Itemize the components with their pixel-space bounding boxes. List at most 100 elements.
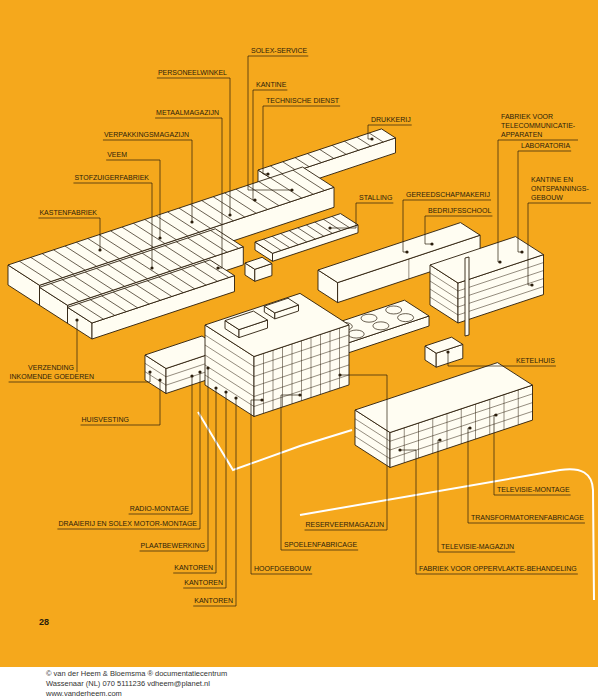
roof-ridge <box>42 254 73 274</box>
leader-dot <box>228 213 231 216</box>
roof-ridge <box>62 280 90 298</box>
label-anchor: METAALMAGAZIJN <box>155 108 220 117</box>
label-underline <box>251 574 312 575</box>
building-label: DRUKKERIJ <box>370 115 412 124</box>
leader-line <box>100 218 101 250</box>
label-anchor: KANTOREN <box>183 578 224 587</box>
roof-ridge <box>179 208 211 228</box>
leader-dot <box>266 172 269 175</box>
roof-dome <box>348 330 364 338</box>
label-underline <box>253 90 287 91</box>
leader-dot <box>468 426 471 429</box>
building-label: TRANSFORMATORENFABRICAGE <box>470 513 585 522</box>
leader-line <box>192 376 193 514</box>
label-underline <box>513 366 556 367</box>
building-label: KANTINE EN ONTSPANNINGS- GEBOUW <box>530 175 591 202</box>
label-underline <box>81 425 132 426</box>
building-label: STOFZUIGERFABRIEK <box>73 173 150 182</box>
leader-dot <box>224 390 227 393</box>
building-label: DRAAIERIJ EN SOLEX MOTOR-MONTAGE <box>57 519 198 528</box>
leader-dot <box>370 137 373 140</box>
roof-dome <box>373 322 389 330</box>
leader-line <box>97 372 150 382</box>
roof-ridge <box>176 242 204 260</box>
roof-ridge <box>142 253 170 271</box>
floor-line <box>205 355 254 387</box>
building-roof <box>205 293 349 356</box>
floor-line <box>145 363 166 377</box>
label-underline <box>368 125 412 126</box>
leader-line <box>130 160 160 238</box>
copyright-stamp: Wassenaar (NL) 070 5111236 vdheem@planet… <box>45 679 211 689</box>
roof-ridge <box>74 276 102 294</box>
roof-ridge <box>85 272 113 290</box>
leader-dot <box>328 226 331 229</box>
roof-ridge <box>51 283 79 301</box>
label-anchor: HUISVESTING <box>81 415 130 424</box>
label-underline <box>103 140 192 141</box>
label-underline <box>518 151 571 152</box>
building-label: STALLING <box>358 193 393 202</box>
leader-line <box>192 140 193 222</box>
roof-ridge <box>270 178 302 198</box>
label-underline <box>356 203 393 204</box>
leader-dot <box>198 370 201 373</box>
roof-ridge <box>282 174 314 194</box>
building-label: RADIO-MONTAGE <box>129 504 190 513</box>
leader-dot <box>494 413 497 416</box>
roof-ridge <box>188 238 216 256</box>
floor-line <box>205 345 254 377</box>
leader-line <box>132 380 160 425</box>
label-underline <box>425 216 492 217</box>
bay-line <box>432 418 433 453</box>
label-anchor: TELEVISIE-MAGAZIJN <box>440 542 515 551</box>
roof-ridge <box>76 242 108 262</box>
leader-dot <box>398 448 401 451</box>
building-label: BEDRIJFSSCHOOL <box>427 206 492 215</box>
label-anchor: VERZENDING <box>27 363 75 372</box>
building-roof <box>225 311 268 330</box>
building-label: KANTOREN <box>173 563 214 572</box>
floor-line <box>205 335 254 367</box>
leader-line <box>400 450 416 574</box>
label-anchor: RESERVEERMAGAZIJN <box>305 520 385 529</box>
building-roof <box>355 363 533 433</box>
building-label: INKOMENDE GOEDEREN <box>9 372 95 381</box>
label-anchor: SPOELENFABRICAGE <box>283 540 358 549</box>
building-roof <box>255 214 358 254</box>
floor-line <box>458 263 544 291</box>
floor-line <box>355 428 390 451</box>
roof-ridge <box>289 231 307 242</box>
roof-ridge <box>315 222 333 233</box>
leader-line <box>77 320 78 373</box>
leader-line <box>226 392 227 588</box>
label-anchor: KANTOREN <box>193 596 234 605</box>
label-anchor: Wassenaar (NL) 070 5111236 vdheem@planet… <box>45 679 211 689</box>
building-label: FABRIEK VOOR OPPERVLAKTE-BEHANDELING <box>418 564 578 573</box>
label-underline <box>9 382 97 383</box>
label-anchor: FABRIEK VOOR TELECOMMUNICATIE- APPARATEN <box>500 112 578 139</box>
roof-ridge <box>211 230 239 248</box>
label-underline <box>403 200 491 201</box>
roof-ridge <box>99 235 131 255</box>
roof-ridge <box>307 154 321 163</box>
building-label: KANTINE <box>255 80 287 89</box>
roof-ridge <box>154 249 182 267</box>
leader-dot <box>206 366 209 369</box>
road-line <box>300 469 594 600</box>
building-label: TECHNISCHE DIENST <box>265 96 340 105</box>
leader-dot <box>520 250 523 253</box>
label-anchor: KETELHUIS <box>515 356 556 365</box>
leader-dot <box>498 260 501 263</box>
leader-dot <box>158 378 161 381</box>
building-roof <box>68 260 235 323</box>
road-line <box>198 412 352 470</box>
leader-line <box>425 216 432 244</box>
label-underline <box>106 160 130 161</box>
roof-ridge <box>111 231 143 251</box>
leader-dot <box>75 318 78 321</box>
roof-ridge <box>332 145 346 154</box>
floor-line <box>458 287 544 315</box>
floor-line <box>355 419 390 442</box>
leader-line <box>208 368 209 551</box>
